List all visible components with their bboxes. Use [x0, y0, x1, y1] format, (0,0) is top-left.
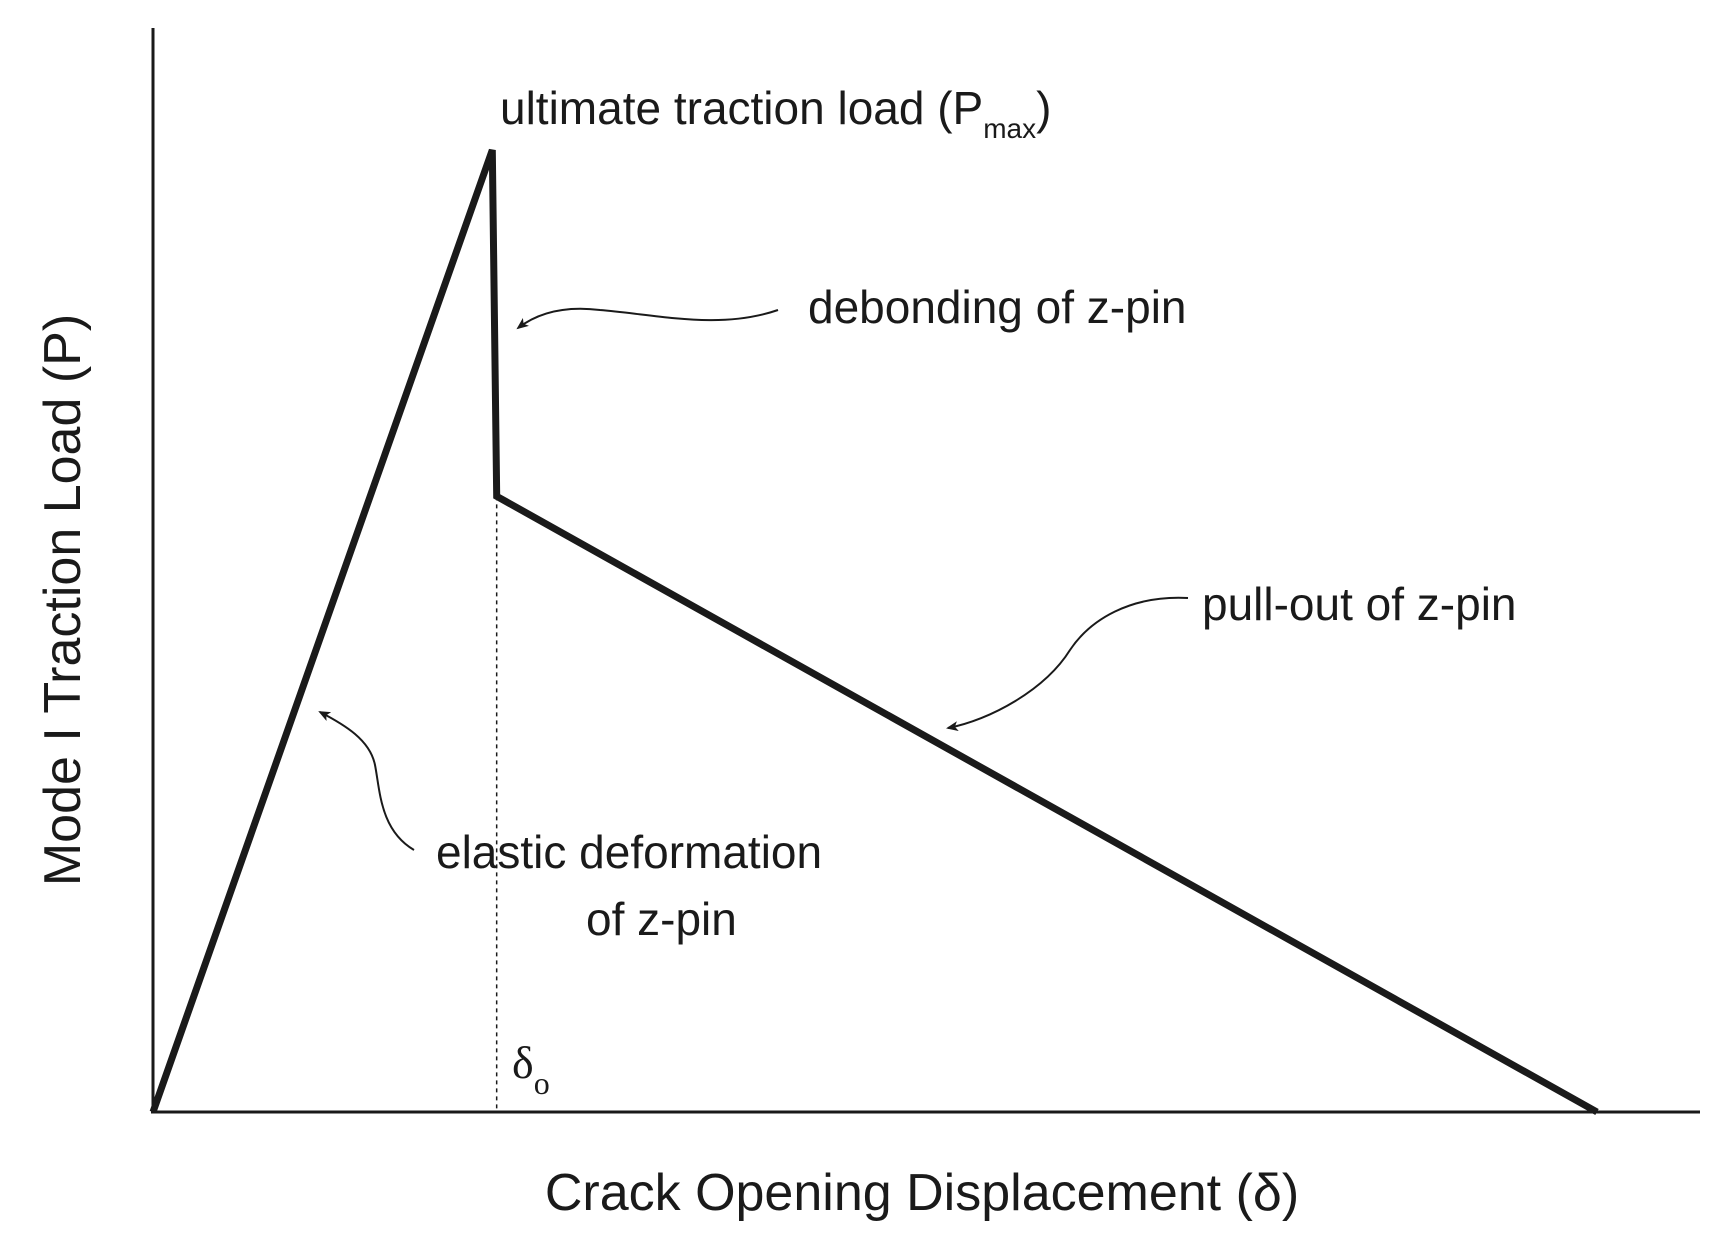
annotation-pull-out: pull-out of z-pin: [1202, 578, 1517, 630]
annotation-elastic: elastic deformation of z-pin: [436, 826, 835, 945]
y-axis-label: Mode I Traction Load (P): [34, 314, 92, 886]
annotation-ultimate-load-suffix: ): [1036, 82, 1051, 134]
series-traction-curve: [149, 148, 1599, 1116]
annotation-ultimate-load: ultimate traction load (Pmax): [500, 82, 1051, 144]
x-axis-label: Crack Opening Displacement (δ): [545, 1164, 1299, 1222]
annotation-elastic-line-1: elastic deformation: [436, 826, 822, 878]
debonding-arrow: [516, 307, 779, 330]
delta-o-symbol: δ: [512, 1037, 534, 1088]
delta-o-subscript: o: [534, 1065, 550, 1101]
elastic-arrow: [318, 711, 415, 851]
annotation-ultimate-load-subscript: max: [983, 113, 1036, 144]
annotation-ultimate-load-text: ultimate traction load (P: [500, 82, 983, 134]
delta-o-label: δo: [512, 1037, 550, 1101]
annotation-debonding: debonding of z-pin: [808, 281, 1187, 333]
annotation-elastic-line-2: of z-pin: [586, 893, 737, 945]
pull-out-arrow: [946, 596, 1189, 732]
